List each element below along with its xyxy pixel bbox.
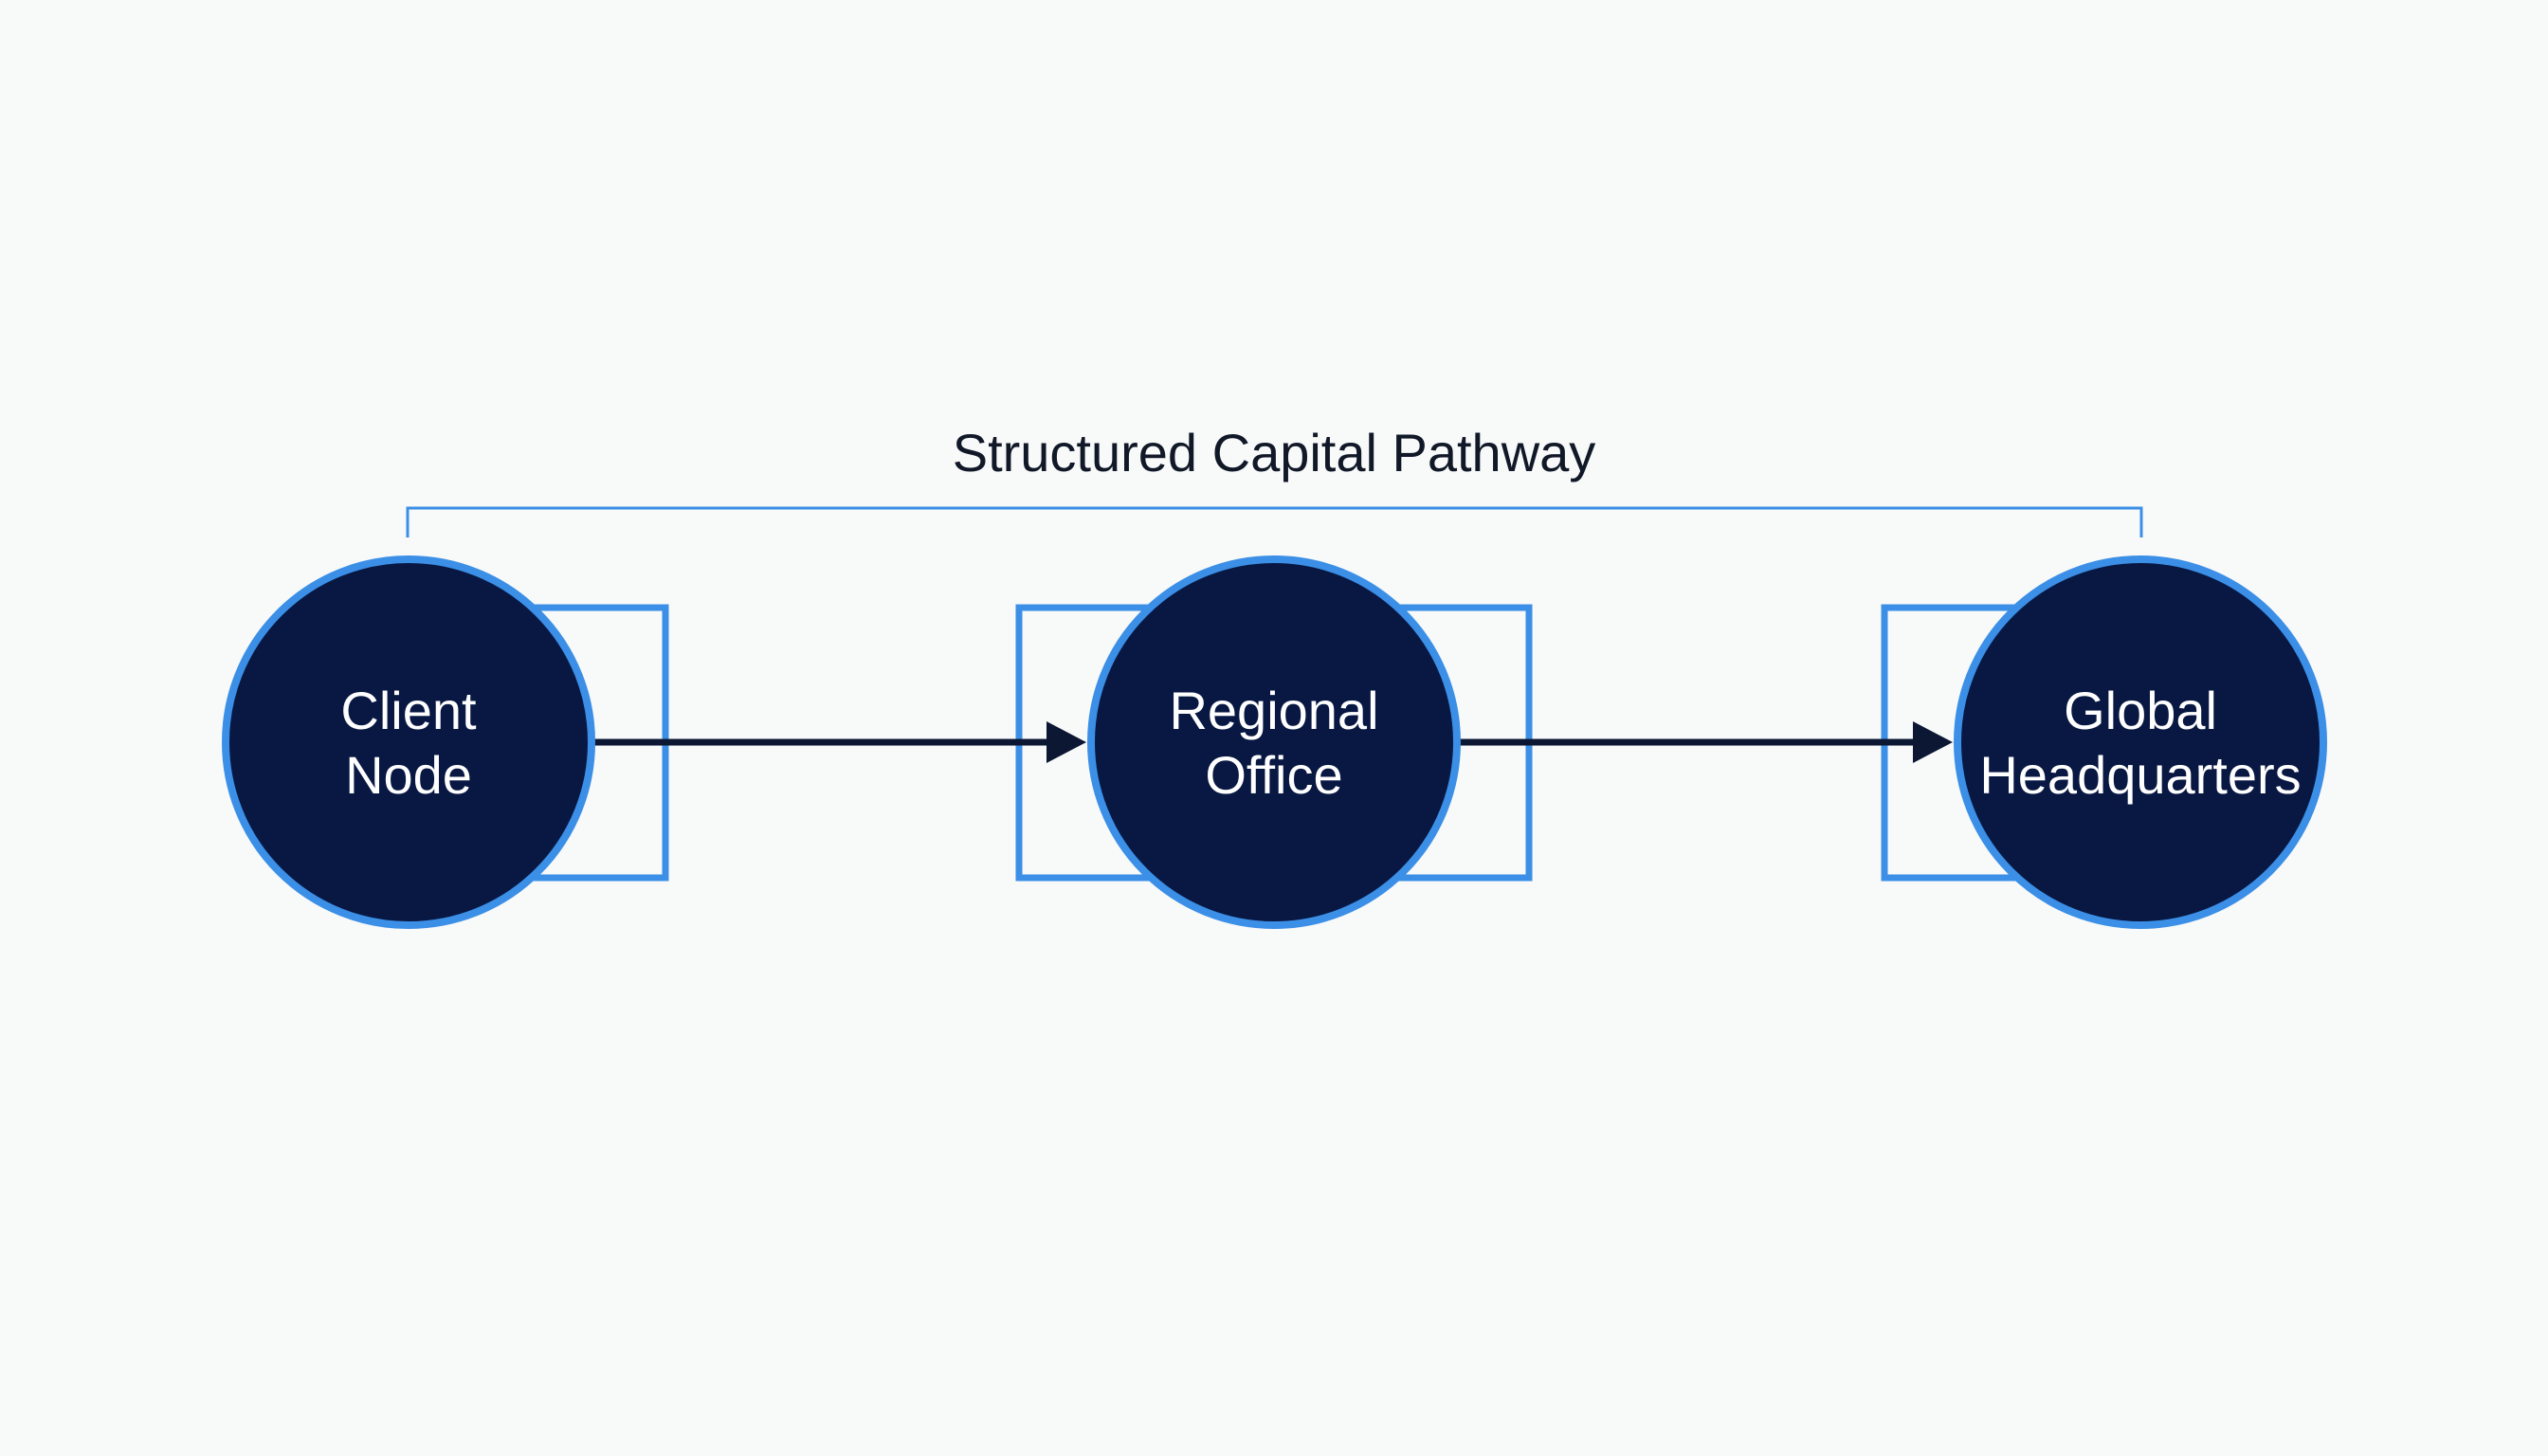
node-client: Client Node (222, 555, 595, 929)
node-label: Node (345, 745, 472, 805)
node-label: Global (2064, 681, 2217, 740)
pathway-bracket (406, 506, 2143, 537)
node-circle (1087, 555, 1461, 929)
connector-client-to-regional (593, 721, 1086, 763)
node-label: Office (1205, 745, 1342, 805)
arrowhead-icon (1046, 721, 1086, 763)
node-regional-office: Regional Office (1087, 555, 1461, 929)
node-label: Regional (1169, 681, 1378, 740)
connector-regional-to-global (1460, 721, 1953, 763)
arrowhead-icon (1913, 721, 1953, 763)
node-circle (1954, 555, 2327, 929)
diagram-title: Structured Capital Pathway (953, 423, 1596, 482)
node-label: Headquarters (1979, 745, 2301, 805)
node-label: Client (340, 681, 477, 740)
node-global-headquarters: Global Headquarters (1954, 555, 2327, 929)
node-circle (222, 555, 595, 929)
